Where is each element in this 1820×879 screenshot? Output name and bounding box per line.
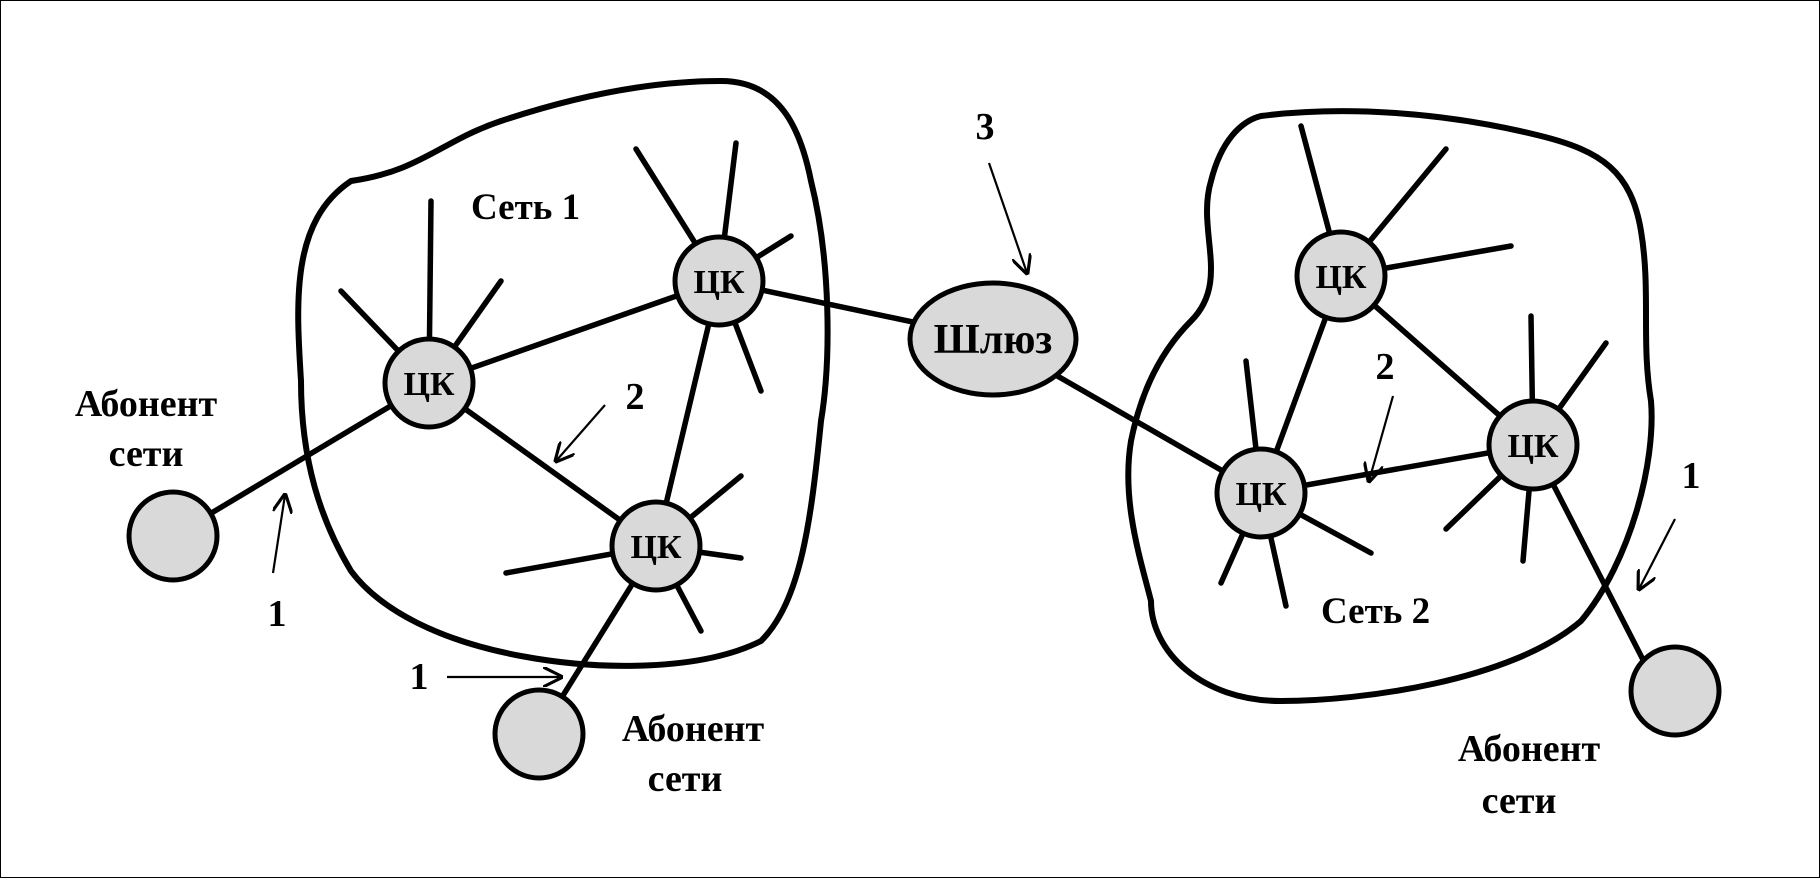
marker-label: 1 <box>268 593 287 635</box>
switching-center-6: ЦК <box>1486 398 1580 492</box>
arrow <box>271 495 285 574</box>
marker-2-left: 2 <box>556 376 645 461</box>
arrow <box>987 162 1027 273</box>
network-1-label: Сеть 1 <box>471 187 580 228</box>
subscriber-label-bottom-line2: сети <box>648 758 723 800</box>
subscriber-label-left-line1: Абонент <box>75 383 218 425</box>
switching-center-label: ЦК <box>1315 259 1366 296</box>
subscriber-label-right-line2: сети <box>1482 780 1557 822</box>
switching-center-3: ЦК <box>609 499 703 593</box>
arrow <box>1369 395 1395 481</box>
marker-3: 3 <box>976 106 1028 273</box>
marker-1-bottom: 1 <box>410 656 562 698</box>
subscriber-node-left <box>126 489 220 583</box>
marker-label: 2 <box>626 376 645 418</box>
subscriber-node-right <box>1628 644 1722 738</box>
subscriber-label-left-line2: сети <box>109 433 184 475</box>
marker-1-right: 1 <box>1639 455 1701 589</box>
marker-1-left: 1 <box>268 495 287 635</box>
switching-center-label: ЦК <box>1507 428 1558 465</box>
switching-center-4: ЦК <box>1294 229 1388 323</box>
marker-label: 1 <box>410 656 429 698</box>
marker-label: 3 <box>976 106 995 148</box>
switching-center-label: ЦК <box>693 264 744 301</box>
switching-center-label: ЦК <box>403 366 454 403</box>
switching-center-2: ЦК <box>672 234 766 328</box>
gateway: Шлюз <box>907 280 1079 398</box>
switching-center-5: ЦК <box>1214 446 1308 540</box>
network-2-label: Сеть 2 <box>1321 591 1430 632</box>
switching-center-label: ЦК <box>630 529 681 566</box>
marker-2-right: 2 <box>1369 346 1395 481</box>
marker-label: 2 <box>1376 346 1395 388</box>
arrow <box>1639 518 1676 589</box>
marker-label: 1 <box>1682 455 1701 497</box>
switching-center-label: ЦК <box>1235 476 1286 513</box>
network-1-boundary <box>295 78 831 669</box>
subscriber-node-bottom <box>492 687 586 781</box>
subscriber-label-right-line1: Абонент <box>1458 728 1601 770</box>
arrow <box>556 404 606 461</box>
network-2-boundary <box>1125 108 1655 704</box>
subscriber-label-bottom-line1: Абонент <box>622 708 765 750</box>
switching-center-1: ЦК <box>382 336 476 430</box>
gateway-label: Шлюз <box>934 317 1053 363</box>
